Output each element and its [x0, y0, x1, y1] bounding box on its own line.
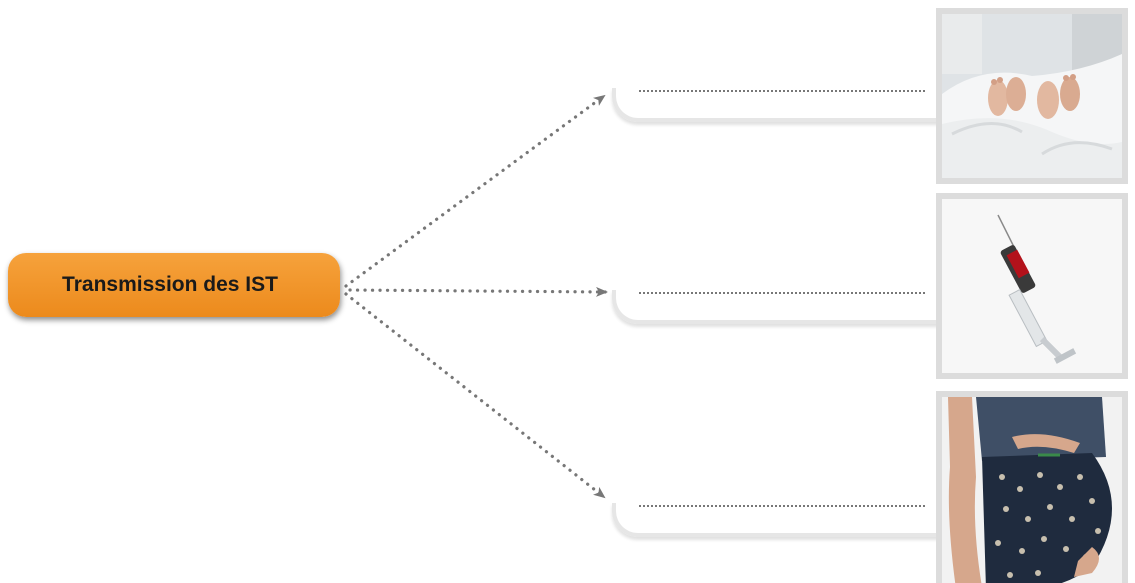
- arrow-to-bottom-blank: [344, 292, 606, 499]
- syringe-illustration: [942, 199, 1122, 373]
- arrow-to-middle-blank: [348, 286, 608, 297]
- answer-slot-bottom[interactable]: [612, 503, 944, 537]
- answer-dotted-line: [638, 505, 926, 507]
- photo-feet-under-sheet: [936, 8, 1128, 184]
- answer-slot-top[interactable]: [612, 88, 944, 122]
- answer-dotted-line: [638, 292, 926, 294]
- arrow-to-top-blank: [344, 94, 606, 288]
- pregnant-woman-illustration: [942, 397, 1122, 583]
- answer-dotted-line: [638, 90, 926, 92]
- bedsheet-feet-illustration: [942, 14, 1122, 178]
- source-label: Transmission des IST: [62, 273, 278, 296]
- answer-slot-middle[interactable]: [612, 290, 944, 324]
- photo-pregnant-woman: [936, 391, 1128, 583]
- source-node: Transmission des IST: [8, 253, 340, 317]
- photo-syringe: [936, 193, 1128, 379]
